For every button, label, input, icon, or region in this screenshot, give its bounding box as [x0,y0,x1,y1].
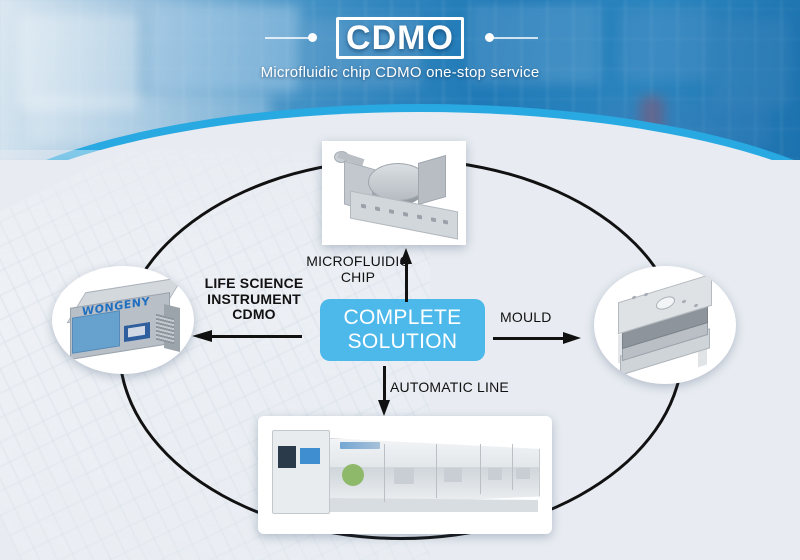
header-photo-blob [710,18,790,108]
label-mould: MOULD [500,309,552,325]
line-base [326,498,538,512]
page-title-frame: CDMO [336,17,464,59]
header-photo-blob [300,18,420,88]
page-subtitle: Microfluidic chip CDMO one-stop service [260,64,540,81]
complete-solution-line1: COMPLETE [343,306,462,330]
arrow-down-automatic-line [378,366,390,418]
header-photo-blob [470,4,600,84]
microfluidic-chip-illustration [330,147,458,240]
line-display-dark [278,446,296,468]
complete-solution-line2: SOLUTION [347,330,458,353]
label-microfluidic-chip: MICROFLUIDIC CHIP [302,253,414,285]
line-display-blue [300,448,320,464]
header-right-dot-icon [485,33,494,42]
automatic-line-illustration [266,424,544,524]
label-automatic-line: AUTOMATIC LINE [390,379,509,395]
instrument-vent [156,313,174,345]
header-photo-blob [18,14,138,110]
label-life-science-instrument-cdmo: LIFE SCIENCE INSTRUMENT CDMO [204,275,304,323]
instrument-illustration: WONGENY [66,276,184,360]
label-microfluidic-chip-line1: MICROFLUIDIC [306,253,410,269]
line-control-cabinet [272,430,330,514]
complete-solution-node[interactable]: COMPLETE SOLUTION [320,299,485,361]
header-banner: CDMO Microfluidic chip CDMO one-stop ser… [0,0,800,160]
arrow-left-life-science-instrument [192,330,302,342]
line-brand-logo [340,442,380,449]
microfluidic-chip-image[interactable] [322,141,466,245]
page-title: CDMO [346,19,454,57]
header-left-rule-icon [265,37,313,39]
arrow-up-microfluidic-chip [400,248,412,302]
header-left-dot-icon [308,33,317,42]
chip-right-block [418,154,446,206]
label-life-science-line1: LIFE SCIENCE [204,275,304,291]
instrument-door [72,310,120,354]
label-life-science-line3: CDMO [232,306,276,323]
automatic-line-image[interactable] [258,416,552,534]
header-photo-blob [150,6,300,92]
mould-illustration [612,273,722,376]
life-science-instrument-image[interactable]: WONGENY [52,266,194,374]
line-reel [342,464,364,486]
header-right-rule-icon [490,37,538,39]
label-life-science-line2: INSTRUMENT [207,290,301,307]
mould-image[interactable] [594,266,736,384]
arrow-right-mould [493,332,583,344]
header-photo-blob [620,10,710,80]
label-microfluidic-chip-line2: CHIP [340,268,376,285]
